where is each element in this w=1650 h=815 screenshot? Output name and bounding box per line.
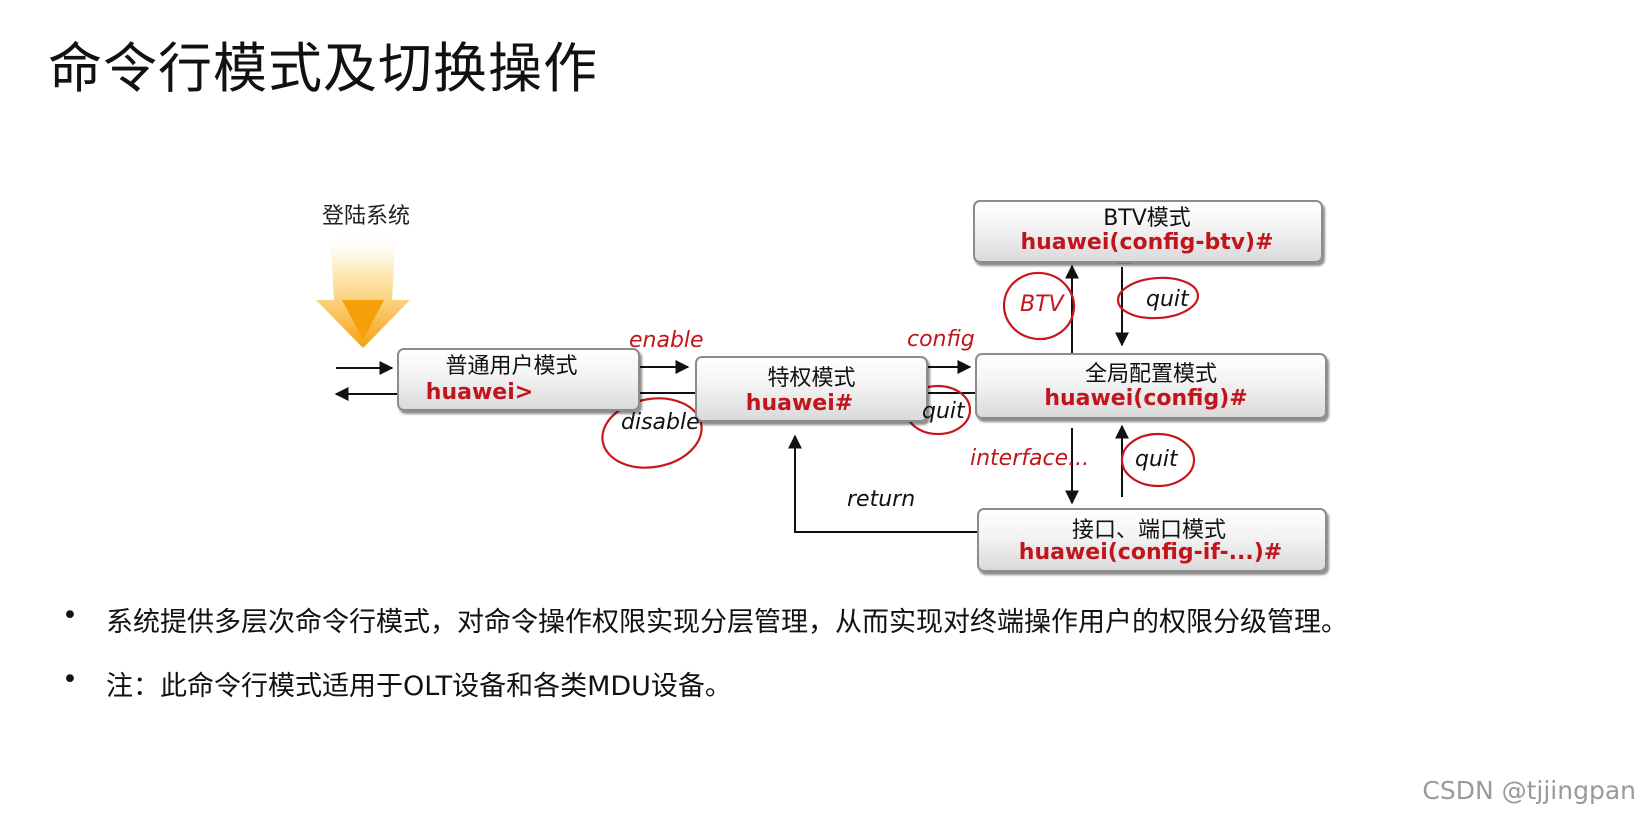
interface-mode-box: 接口、端口模式 huawei(config-if-...)#: [977, 508, 1327, 572]
bullet-icon: •: [62, 600, 78, 631]
global-config-mode-name: 全局配置模式: [1084, 362, 1217, 387]
btv-mode-box: BTV模式 huawei(config-btv)#: [973, 200, 1323, 263]
interface-command: interface...: [970, 446, 1090, 471]
handwritten-circle-disable: [601, 397, 703, 469]
quit-interface-command: quit: [1135, 447, 1178, 472]
user-mode-name: 普通用户模式: [445, 354, 578, 379]
login-label: 登陆系统: [322, 204, 411, 229]
global-config-mode-box: 全局配置模式 huawei(config)#: [975, 353, 1327, 419]
quit-btv-command: quit: [1146, 287, 1189, 312]
page-title: 命令行模式及切换操作: [48, 37, 598, 100]
privileged-mode-name: 特权模式: [767, 366, 856, 391]
bullet-text: 系统提供多层次命令行模式，对命令操作权限实现分层管理，从而实现对终端操作用户的权…: [106, 607, 1348, 638]
user-mode-box: 普通用户模式 huawei>: [397, 348, 640, 411]
privileged-mode-box: 特权模式 huawei#: [695, 356, 928, 422]
global-config-mode-prompt: huawei(config)#: [1044, 386, 1248, 411]
btv-mode-name: BTV模式: [1103, 206, 1191, 231]
btv-command: BTV: [1020, 292, 1064, 317]
disable-command: disable: [621, 410, 700, 435]
enable-command: enable: [629, 328, 704, 353]
watermark: CSDN @tjjingpan: [1422, 776, 1636, 805]
login-arrow-icon: [316, 232, 410, 348]
handwritten-circle-quit-interface: [1120, 432, 1196, 488]
handwritten-circle-quit-btv: [1116, 276, 1200, 320]
bullet-icon: •: [62, 664, 78, 695]
interface-mode-name: 接口、端口模式: [1071, 518, 1226, 543]
privileged-mode-prompt: huawei#: [745, 391, 854, 416]
config-command: config: [907, 327, 975, 352]
handwritten-circle-btv: [1002, 271, 1076, 341]
quit-config-command: quit: [922, 399, 965, 424]
return-arrow: [788, 434, 980, 533]
bullet-text: 注：此命令行模式适用于OLT设备和各类MDU设备。: [106, 671, 732, 702]
user-mode-prompt: huawei>: [425, 380, 534, 405]
btv-mode-prompt: huawei(config-btv)#: [1020, 230, 1274, 255]
interface-mode-prompt: huawei(config-if-...)#: [1018, 540, 1283, 565]
return-command: return: [847, 487, 916, 512]
